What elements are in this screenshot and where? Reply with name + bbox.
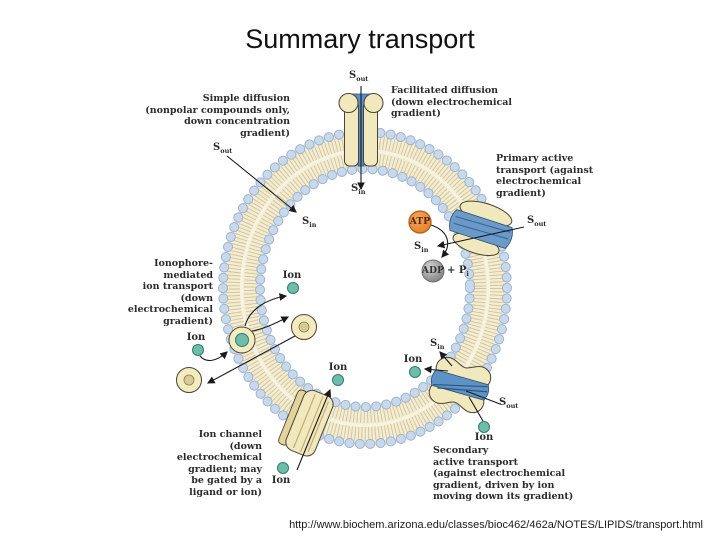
channel-right-knob	[363, 93, 384, 113]
secondary-active-label: Secondary active transport (against elec…	[433, 445, 574, 502]
s-sub: out	[506, 402, 519, 410]
secondary-ion-arrow	[423, 365, 449, 374]
ion-label-secondary-in: Ion	[403, 354, 423, 365]
pump-core-stripes	[453, 215, 511, 240]
secondary-sin-arrow	[439, 351, 453, 367]
s-sub: out	[356, 75, 369, 83]
adp-label: ADP	[421, 266, 445, 276]
ion-channel-label: Ion channel (down electrochemical gradie…	[176, 429, 262, 498]
s-sub: out	[220, 147, 233, 155]
s-out-secondary: Sout	[499, 397, 519, 410]
s-sub: in	[309, 221, 317, 229]
simple-diffusion-arrow	[226, 155, 297, 213]
ionophore-hole	[298, 321, 310, 333]
ion-to-ionophore-arrow	[199, 351, 228, 361]
s-out-primary: Sout	[527, 215, 547, 228]
ionophore-release-arrow	[244, 293, 288, 327]
primary-sout-sin-arrow	[436, 226, 525, 249]
ionophore-hole	[183, 374, 195, 386]
outer-headgroups	[219, 128, 511, 448]
secondary-sout-line	[465, 390, 501, 405]
ion-label-mid: Ion	[328, 362, 348, 373]
s-base: S	[527, 215, 535, 226]
page-title: Summary transport	[245, 24, 475, 54]
ionophore-outside	[176, 367, 202, 393]
ion-outside-bottom	[277, 462, 289, 474]
ionophore-label: Ionophore- mediated ion transport (down …	[127, 258, 213, 327]
inner-headgroups	[256, 165, 474, 411]
ionophore-to-empty-arrow	[251, 316, 290, 332]
s-sub: in	[421, 246, 429, 254]
secondary-active-transporter	[428, 356, 492, 414]
outer-leaflet-tails	[226, 135, 504, 441]
s-base: S	[430, 338, 438, 349]
ion-label-left: Ion	[186, 332, 206, 343]
cotransporter-outer-lobe	[428, 383, 485, 414]
atp-label: ATP	[409, 217, 431, 227]
ion-label-bottom: Ion	[271, 475, 291, 486]
ion-channel-plank-lines	[292, 394, 329, 453]
arrows	[199, 86, 525, 471]
s-sub: in	[358, 188, 366, 196]
s-out-facilitated: Sout	[349, 70, 369, 83]
s-base: S	[302, 216, 310, 227]
ionophore-embedded	[228, 326, 256, 354]
ionophore-inside	[291, 314, 317, 340]
ion-inside-bottom	[332, 374, 344, 386]
atp-circle	[408, 210, 432, 234]
ion-channel-protein	[278, 389, 334, 457]
ion-secondary-outside	[478, 421, 490, 433]
channel-left-knob	[338, 93, 359, 113]
s-in-secondary: Sin	[430, 338, 445, 351]
s-in-simple: Sin	[302, 216, 317, 229]
s-in-facilitated: Sin	[351, 183, 366, 196]
s-out-simple: Sout	[213, 142, 233, 155]
facilitated-diffusion-label: Facilitated diffusion (down electrochemi…	[391, 85, 513, 119]
s-base: S	[349, 70, 357, 81]
s-base: S	[213, 142, 221, 153]
cotransporter-core-stripes	[433, 383, 488, 393]
ions	[192, 282, 490, 474]
simple-diffusion-label: Simple diffusion (nonpolar compounds onl…	[145, 93, 290, 139]
s-sub: in	[437, 343, 445, 351]
ion-secondary-inside	[409, 366, 421, 378]
plus-pi-label: + Pi	[447, 265, 469, 278]
s-base: S	[351, 183, 359, 194]
s-base: S	[414, 241, 422, 252]
s-sub: out	[534, 220, 547, 228]
ion-label-secondary-out: Ion	[474, 432, 494, 443]
cotransporter-core	[430, 369, 490, 401]
ion-outside-left	[192, 344, 204, 356]
inner-leaflet-tails	[244, 153, 486, 423]
adp-circle	[421, 259, 445, 283]
s-in-primary: Sin	[414, 241, 429, 254]
atp-to-adp-arrow	[430, 224, 450, 258]
ion-channel-body	[285, 389, 334, 457]
pi-base: + P	[447, 265, 467, 276]
primary-active-label: Primary active transport (against electr…	[496, 153, 594, 199]
ion-channel-arrow	[296, 388, 332, 471]
source-url: http://www.biochem.arizona.edu/classes/b…	[289, 519, 703, 531]
ionophore-return-arrow	[206, 335, 296, 384]
s-base: S	[499, 397, 507, 408]
ion-released-inside	[287, 282, 299, 294]
primary-active-pump	[449, 200, 513, 257]
secondary-ion-line	[468, 396, 484, 422]
pi-sub: i	[466, 270, 469, 278]
bound-ion	[235, 333, 249, 347]
ion-label-released: Ion	[282, 270, 302, 281]
